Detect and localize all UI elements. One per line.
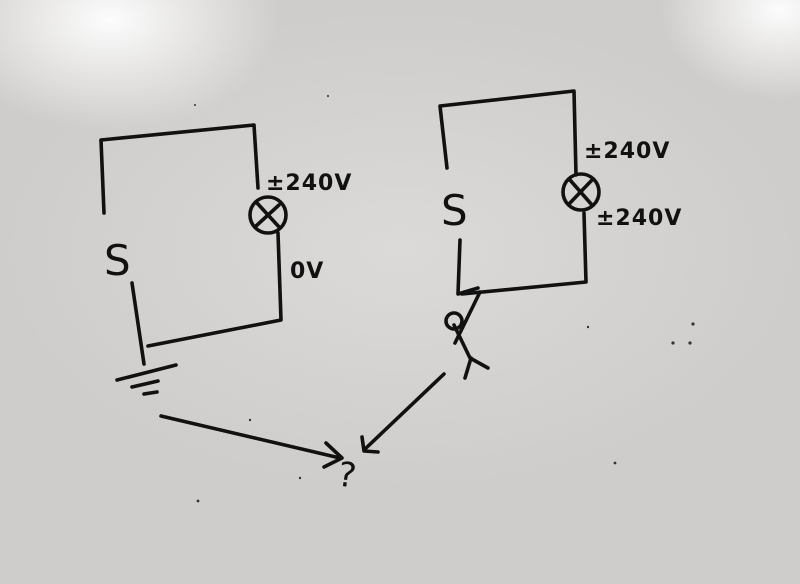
- left-circuit-wire-bottom: [130, 281, 146, 366]
- person-icon: [444, 290, 490, 380]
- left-source-label: S: [104, 236, 131, 285]
- left-lamp-bottom-voltage: 0V: [290, 259, 324, 284]
- right-circuit-wire-left: [456, 238, 480, 296]
- left-lamp-icon: [248, 195, 288, 235]
- left-circuit-wire-top: [99, 123, 260, 215]
- left-circuit: S ±240V 0V: [99, 123, 352, 396]
- right-lamp-bottom-voltage: ±240V: [596, 206, 682, 231]
- right-circuit-wire-right: [460, 211, 588, 296]
- arrow-from-person: [360, 372, 446, 454]
- right-circuit-wire-top: [438, 89, 578, 177]
- right-source-label: S: [441, 186, 468, 235]
- left-circuit-wire-right: [146, 231, 283, 348]
- board-specks: [194, 95, 695, 503]
- ground-icon: [115, 363, 178, 396]
- right-lamp-top-voltage: ±240V: [584, 139, 670, 164]
- arrow-from-ground: [159, 414, 344, 469]
- right-lamp-icon: [561, 172, 601, 212]
- question-mark-label: ?: [335, 455, 358, 497]
- question-mark: ?: [335, 455, 358, 497]
- left-lamp-top-voltage: ±240V: [266, 171, 352, 196]
- right-circuit: S ±240V ±240V: [438, 89, 682, 380]
